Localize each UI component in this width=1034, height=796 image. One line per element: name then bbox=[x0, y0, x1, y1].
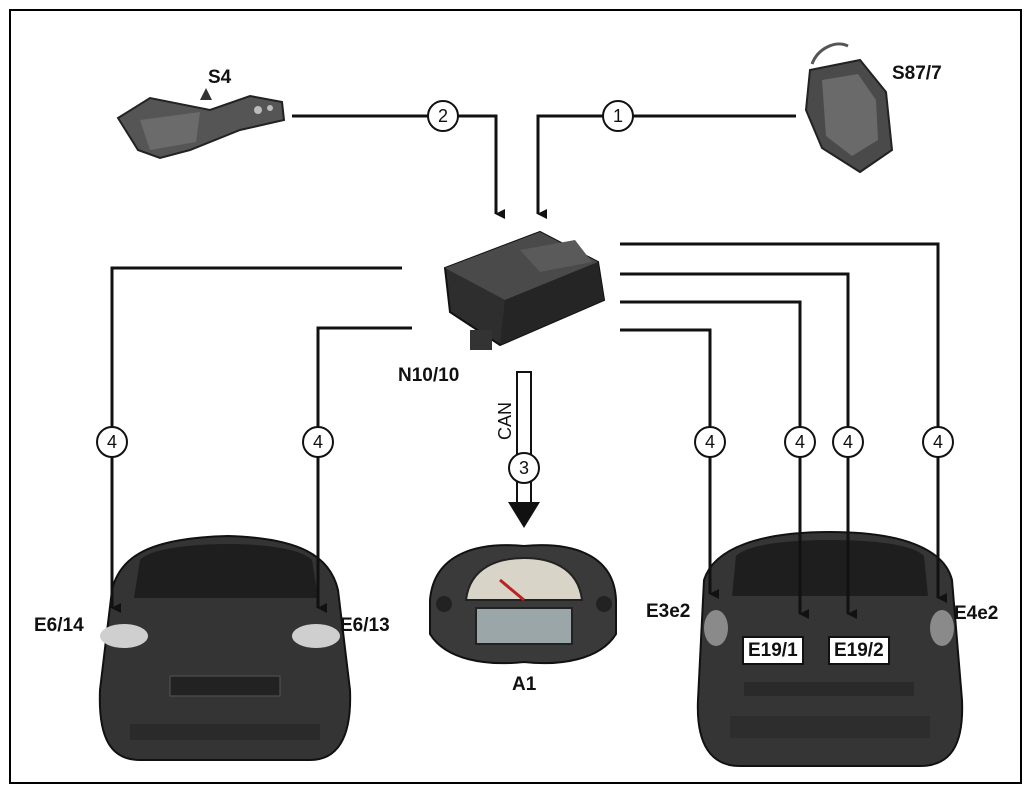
callout-3: 3 bbox=[508, 452, 540, 484]
instrument-cluster-image bbox=[429, 544, 617, 665]
callout-4-e191: 4 bbox=[784, 426, 816, 458]
line-s87 bbox=[536, 114, 796, 219]
can-label: CAN bbox=[495, 402, 515, 440]
label-n10: N10/10 bbox=[398, 365, 460, 386]
label-e192: E19/2 bbox=[828, 636, 890, 665]
can-bus-arrow bbox=[508, 371, 540, 528]
callout-4-e3e2: 4 bbox=[694, 426, 726, 458]
front-car-image bbox=[98, 534, 352, 761]
callout-circles: 2 1 3 4 4 4 4 4 4 bbox=[96, 100, 954, 484]
callout-4-e4e2: 4 bbox=[922, 426, 954, 458]
label-a1: A1 bbox=[512, 674, 537, 695]
callout-label: 4 bbox=[313, 432, 323, 452]
connection-lines bbox=[110, 114, 947, 619]
line-s4 bbox=[292, 114, 505, 219]
callout-4-e192: 4 bbox=[832, 426, 864, 458]
callout-label: 4 bbox=[705, 432, 715, 452]
callout-label: 3 bbox=[519, 458, 529, 478]
label-e191: E19/1 bbox=[742, 636, 804, 665]
line-e4e2 bbox=[620, 242, 947, 603]
callout-label: 4 bbox=[107, 432, 117, 452]
line-e191 bbox=[620, 300, 809, 619]
line-e613 bbox=[316, 326, 412, 613]
callout-4-e613: 4 bbox=[302, 426, 334, 458]
label-e613: E6/13 bbox=[340, 615, 390, 636]
callout-label: 2 bbox=[438, 106, 448, 126]
label-s4: S4 bbox=[208, 67, 232, 88]
line-e614 bbox=[110, 266, 402, 613]
label-e614: E6/14 bbox=[34, 615, 84, 636]
callout-label: 1 bbox=[613, 106, 623, 126]
combination-switch-image bbox=[116, 88, 286, 160]
label-s87: S87/7 bbox=[892, 63, 942, 84]
callout-2: 2 bbox=[427, 100, 459, 132]
callout-label: 4 bbox=[933, 432, 943, 452]
control-unit-image bbox=[443, 230, 606, 350]
door-lock-image bbox=[804, 42, 894, 174]
label-e3e2: E3e2 bbox=[646, 601, 691, 622]
line-e3e2 bbox=[620, 328, 719, 599]
label-e4e2: E4e2 bbox=[954, 603, 999, 624]
line-e192 bbox=[620, 272, 857, 619]
callout-label: 4 bbox=[795, 432, 805, 452]
callout-4-e614: 4 bbox=[96, 426, 128, 458]
callout-label: 4 bbox=[843, 432, 853, 452]
callout-1: 1 bbox=[602, 100, 634, 132]
